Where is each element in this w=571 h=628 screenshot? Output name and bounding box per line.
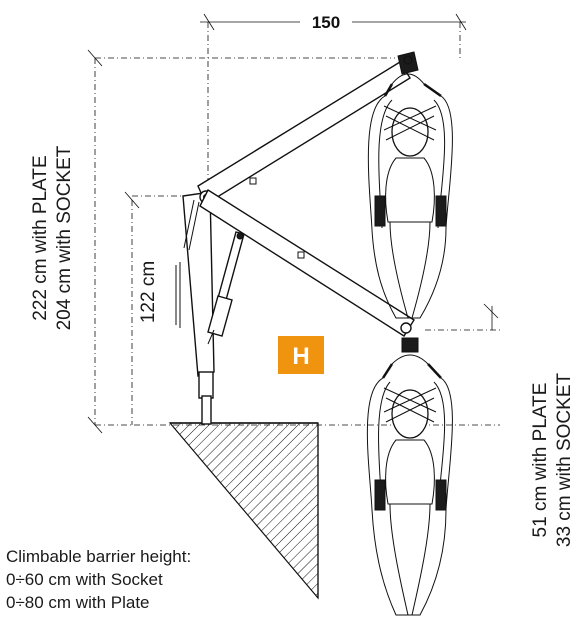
height-socket-label: 204 cm with SOCKET [54, 145, 75, 330]
depth-plate-label: 51 cm with PLATE [530, 383, 551, 538]
reach-dimension: 150 [200, 10, 467, 200]
actuator [207, 231, 245, 345]
height-plate-label: 222 cm with PLATE [30, 155, 51, 320]
total-height-dimension [87, 49, 500, 434]
barrier-note: Climbable barrier height: 0÷60 cm with S… [6, 545, 191, 614]
lift-mast [175, 191, 215, 425]
barrier-note-plate: 0÷80 cm with Plate [6, 593, 150, 612]
reach-label: 150 [312, 13, 340, 32]
depth-dimension [425, 303, 500, 331]
depth-socket-label: 33 cm with SOCKET [554, 373, 571, 548]
diagonal-brace [199, 188, 415, 337]
h-badge-label: H [292, 343, 309, 370]
upper-person-in-sling [367, 95, 453, 319]
h-badge: H [278, 336, 324, 374]
barrier-note-socket: 0÷60 cm with Socket [6, 570, 163, 589]
mast-height-label: 122 cm [138, 261, 159, 323]
lower-hook [381, 337, 442, 379]
barrier-block [168, 422, 319, 600]
upper-boom [197, 61, 411, 206]
barrier-note-title: Climbable barrier height: [6, 547, 192, 566]
upper-hook [383, 51, 442, 98]
lower-person-in-sling [366, 377, 453, 616]
